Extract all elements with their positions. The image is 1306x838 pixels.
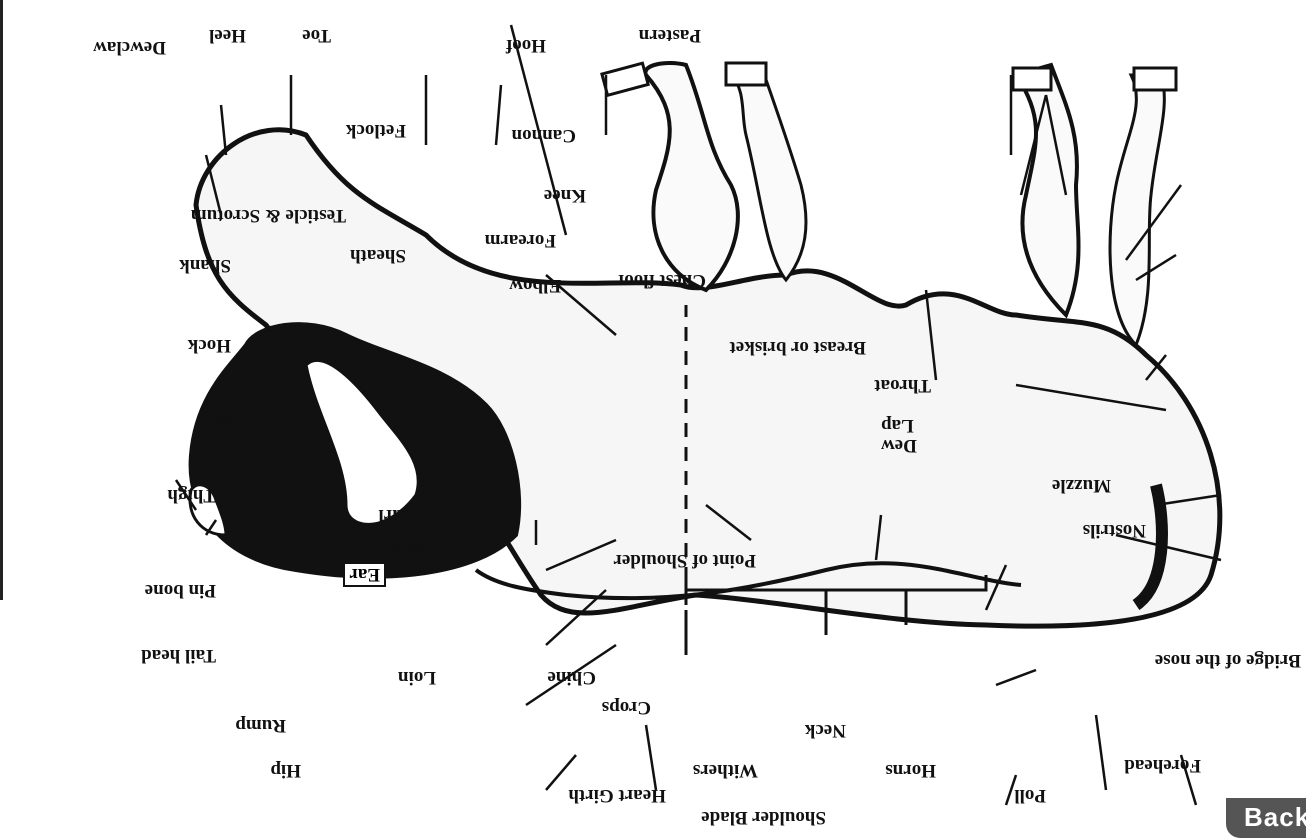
far-rear-leg (1110, 75, 1164, 345)
label-withers: Withers (693, 761, 758, 780)
label-flank: Flank (390, 538, 438, 557)
label-hoof: Hoof (506, 36, 546, 55)
label-hock: Hock (188, 336, 231, 355)
leader-forehead (221, 105, 226, 155)
label-pastern: Pastern (639, 26, 701, 45)
label-chest-floor: Chest floor (616, 271, 706, 290)
label-dew-lap: Dew Lap (881, 415, 921, 455)
label-pin-bone: Pin bone (145, 581, 216, 600)
label-knee: Knee (544, 186, 586, 205)
label-horns: Horns (885, 761, 936, 780)
front-hoof (602, 63, 648, 95)
label-tail-head: Tail head (141, 646, 216, 665)
label-loin: Loin (398, 668, 436, 687)
label-nostrils: Nostrils (1083, 521, 1146, 540)
label-shoulder-blade: Shoulder Blade (701, 808, 826, 827)
label-ear: Ear (343, 562, 386, 587)
label-rump: Rump (235, 716, 286, 735)
label-poll: Poll (1014, 786, 1046, 805)
label-cannon: Cannon (512, 126, 576, 145)
label-sheath: Sheath (350, 246, 406, 265)
label-thigh: Thigh (167, 486, 216, 505)
leader-dewclaw (1096, 715, 1106, 790)
label-crops: Crops (602, 698, 651, 717)
leader-neck (496, 85, 501, 145)
label-bridge-of-the-nose: Bridge of the nose (1155, 651, 1301, 670)
label-heel: Heel (209, 26, 246, 45)
far-front-leg (731, 65, 806, 280)
label-breast-or-brisket: Breast or brisket (729, 338, 866, 357)
label-forearm: Forearm (485, 231, 556, 250)
label-shank: Shank (179, 256, 231, 275)
far-front-hoof (726, 63, 766, 85)
label-hip: Hip (270, 761, 301, 780)
label-elbow: Elbow (509, 276, 561, 295)
front-leg (645, 63, 738, 290)
leader-fetlock (996, 670, 1036, 685)
far-rear-hoof (1134, 68, 1176, 90)
label-thurl: Thurl (378, 506, 426, 525)
label-stifle-joint: Stifle joint (201, 411, 286, 430)
label-dewclaw: Dewclaw (93, 38, 166, 57)
label-chine: Chine (547, 668, 596, 687)
label-heart-girth: Heart Girth (568, 786, 666, 805)
label-forehead: Forehead (1124, 756, 1201, 775)
label-toe: Toe (302, 26, 331, 45)
label-point-of-shoulder: Point of Shoulder (613, 551, 756, 570)
leader-pastern (646, 725, 656, 790)
label-fetlock: Fetlock (346, 121, 406, 140)
label-throat: Throat (874, 376, 931, 395)
label-muzzle: Muzzle (1052, 476, 1111, 495)
rear-hoof (1013, 68, 1051, 90)
label-testicle-scrotum: Testicle & Scrotum (191, 206, 346, 225)
label-neck: Neck (805, 721, 846, 740)
